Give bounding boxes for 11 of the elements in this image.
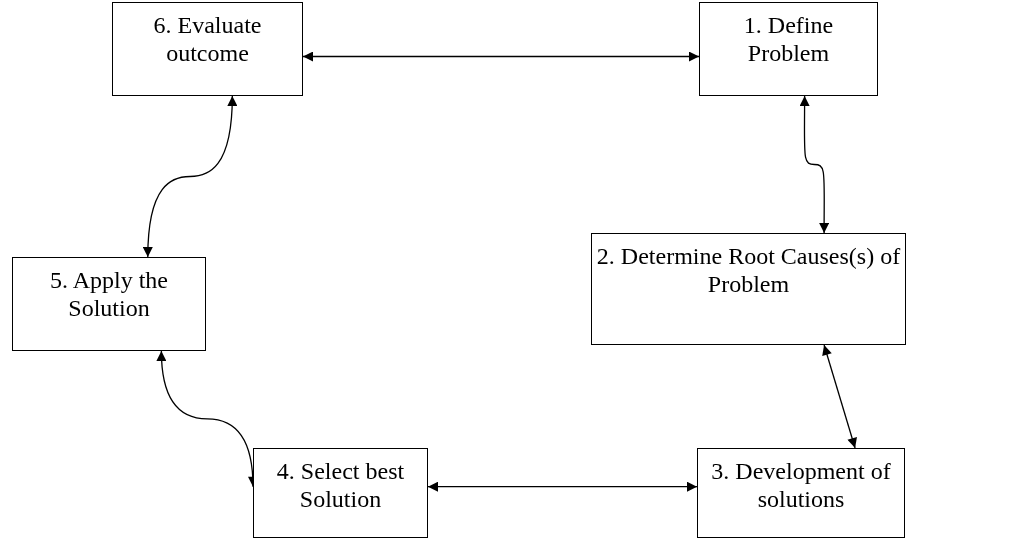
double-headed-arrow [143,95,238,258]
process-box: 5. Apply the Solution [12,257,206,351]
double-headed-arrow [427,481,698,492]
process-box: 2. Determine Root Causes(s) of Problem [591,233,906,345]
double-headed-arrow [302,51,700,62]
process-box: 1. Define Problem [699,2,878,96]
process-box: 4. Select best Solution [253,448,428,538]
process-box: 6. Evaluate outcome [112,2,303,96]
process-box: 3. Development of solutions [697,448,905,538]
double-headed-arrow [822,344,857,449]
double-headed-arrow [799,95,830,234]
